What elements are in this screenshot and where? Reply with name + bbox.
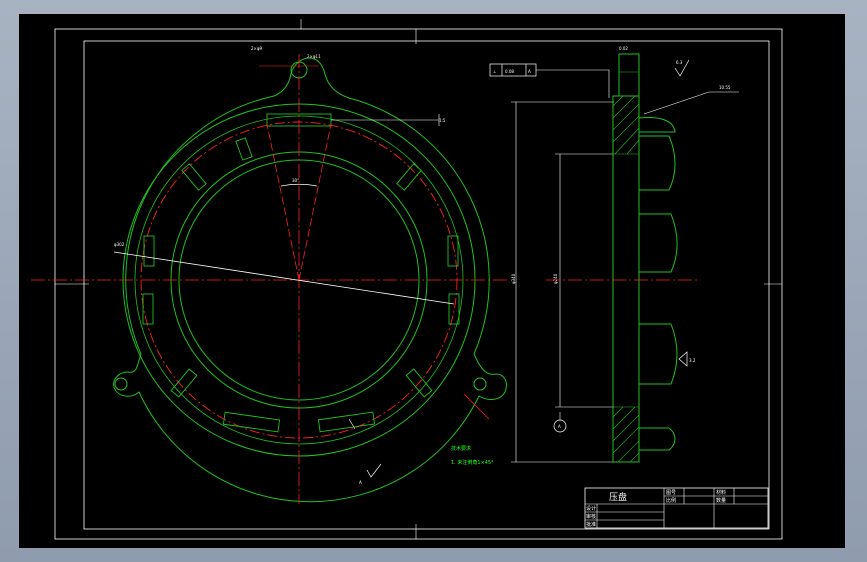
leader-arrow-right bbox=[643, 91, 739, 115]
slot bbox=[222, 411, 281, 433]
datum-label-bottom: A bbox=[359, 480, 362, 485]
diameter-dim-line bbox=[113, 251, 455, 305]
tb-row-1: 审核 bbox=[586, 513, 596, 520]
front-view: 2×φ9 2×φ11 30° φ302 1:5 A 技术要求 1. 未注倒角1×… bbox=[31, 46, 509, 504]
tb-row-0: 设计 bbox=[586, 505, 596, 512]
title-block: 压盘 图号 比例 材料 数量 设计 审核 批准 bbox=[584, 487, 769, 529]
pads bbox=[638, 117, 678, 451]
tech-req-item: 1. 未注倒角1×45° bbox=[451, 459, 494, 466]
roughness-label-2: 3.2 bbox=[689, 358, 696, 363]
tb-cell-3: 数量 bbox=[716, 497, 726, 504]
top-lug bbox=[618, 53, 640, 97]
slot bbox=[235, 137, 253, 161]
sheet-inner-border bbox=[83, 40, 770, 530]
cad-drawing: 2×φ9 2×φ11 30° φ302 1:5 A 技术要求 1. 未注倒角1×… bbox=[31, 19, 783, 540]
slot bbox=[142, 293, 154, 325]
tech-req-heading: 技术要求 bbox=[451, 445, 471, 452]
tb-cell-2: 材料 bbox=[716, 489, 726, 496]
fcf-symbol: ⊥ bbox=[493, 69, 497, 74]
slot bbox=[317, 411, 376, 433]
part-name: 压盘 bbox=[609, 491, 627, 503]
tolerance-label: 0.02 bbox=[619, 46, 628, 51]
slot bbox=[448, 293, 460, 325]
section-view: φ340 φ240 bbox=[489, 46, 739, 463]
tb-cell-1: 比例 bbox=[666, 497, 676, 504]
slot bbox=[181, 163, 207, 191]
slot bbox=[447, 235, 459, 267]
hatch-bottom bbox=[612, 406, 640, 463]
datum-a-text: A bbox=[558, 424, 561, 429]
slots bbox=[142, 113, 460, 433]
slot bbox=[396, 163, 422, 191]
slot bbox=[143, 235, 155, 267]
dim-mid-label: φ240 bbox=[553, 273, 558, 284]
roughness-symbol-right bbox=[678, 351, 688, 367]
angle-arc bbox=[280, 183, 318, 187]
tb-cell-0: 图号 bbox=[666, 490, 676, 496]
slot bbox=[405, 368, 433, 398]
hatch-top bbox=[612, 95, 640, 155]
diameter-label: φ302 bbox=[114, 242, 125, 247]
title-block-frame bbox=[584, 487, 769, 529]
left-lug-hole bbox=[114, 377, 128, 391]
diag-centerline bbox=[463, 393, 490, 420]
roughness-symbol-top bbox=[674, 59, 690, 77]
roughness-label: 6.3 bbox=[676, 60, 683, 65]
fcf-leader bbox=[536, 69, 610, 98]
leader-bottom bbox=[348, 418, 356, 430]
fcf-value: 0.08 bbox=[505, 69, 514, 74]
leader-label: 1:5 bbox=[439, 118, 446, 123]
angle-line-right bbox=[298, 123, 332, 281]
roughness-symbol-bottom bbox=[366, 463, 382, 478]
top-hole-label-2: 2×φ11 bbox=[307, 54, 321, 59]
angle-line-left bbox=[266, 123, 300, 281]
slot bbox=[170, 368, 198, 398]
top-hole-label: 2×φ9 bbox=[251, 46, 263, 51]
right-lug-hole bbox=[473, 377, 487, 391]
tb-row-2: 批准 bbox=[586, 521, 596, 528]
flange-outline bbox=[113, 57, 507, 503]
dim-left-label: φ340 bbox=[511, 273, 516, 284]
dim-top-right-label: 10.55 bbox=[719, 85, 731, 90]
angle-label: 30° bbox=[292, 178, 299, 183]
drawing-canvas[interactable]: 2×φ9 2×φ11 30° φ302 1:5 A 技术要求 1. 未注倒角1×… bbox=[19, 14, 845, 548]
fcf-datum: A bbox=[528, 69, 531, 74]
